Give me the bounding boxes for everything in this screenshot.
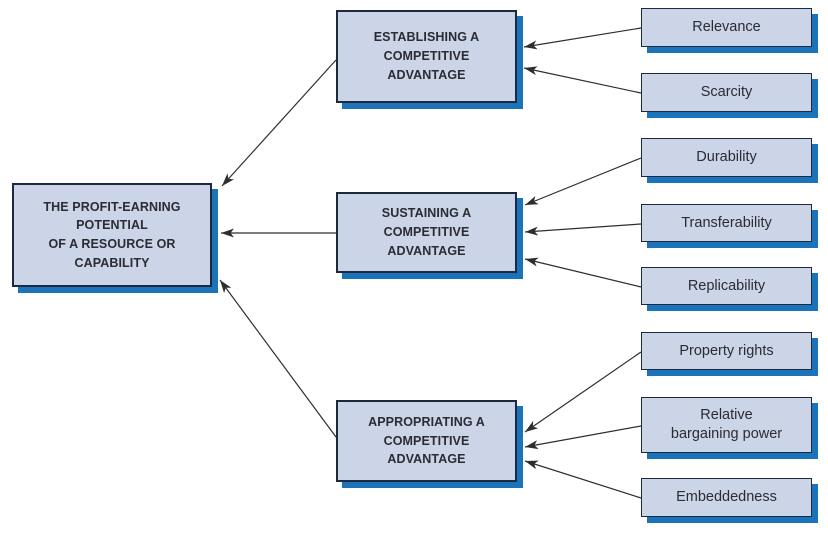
node-transferability: Transferability xyxy=(641,204,812,242)
arrow-establishing-to-root xyxy=(221,59,337,187)
node-transferability-label: Transferability xyxy=(681,214,772,231)
node-establishing-advantage: ESTABLISHING A COMPETITIVE ADVANTAGE xyxy=(336,10,517,103)
node-embeddedness-label: Embeddedness xyxy=(676,489,777,506)
node-replicability-label: Replicability xyxy=(687,277,766,294)
node-property-rights-label: Property rights xyxy=(679,342,774,359)
node-durability: Durability xyxy=(641,138,812,177)
arrow-relevance-to-establishing xyxy=(523,27,642,50)
arrow-bargaining-power-to-appropriating xyxy=(524,425,642,450)
node-embeddedness: Embeddedness xyxy=(641,478,812,517)
arrow-transferability-to-sustaining xyxy=(524,223,642,236)
arrow-appropriating-to-root xyxy=(219,279,337,438)
arrow-scarcity-to-establishing xyxy=(523,66,642,94)
node-replicability: Replicability xyxy=(641,267,812,305)
node-durability-label: Durability xyxy=(696,149,757,166)
node-relative-bargaining-power: Relative bargaining power xyxy=(641,397,812,453)
arrow-durability-to-sustaining xyxy=(524,157,642,206)
node-relative-bargaining-power-label: Relative bargaining power xyxy=(670,407,783,442)
node-profit-earning-potential: THE PROFIT-EARNING POTENTIAL OF A RESOUR… xyxy=(12,183,212,287)
node-relevance: Relevance xyxy=(641,8,812,47)
node-scarcity: Scarcity xyxy=(641,73,812,112)
node-profit-earning-potential-label: THE PROFIT-EARNING POTENTIAL OF A RESOUR… xyxy=(43,199,181,270)
node-property-rights: Property rights xyxy=(641,332,812,370)
node-appropriating-advantage-label: APPROPRIATING A COMPETITIVE ADVANTAGE xyxy=(368,414,485,467)
arrow-replicability-to-sustaining xyxy=(524,257,642,288)
node-scarcity-label: Scarcity xyxy=(700,84,753,101)
node-appropriating-advantage: APPROPRIATING A COMPETITIVE ADVANTAGE xyxy=(336,400,517,482)
node-establishing-advantage-label: ESTABLISHING A COMPETITIVE ADVANTAGE xyxy=(373,30,480,82)
node-sustaining-advantage-label: SUSTAINING A COMPETITIVE ADVANTAGE xyxy=(381,206,472,258)
arrow-property-rights-to-appropriating xyxy=(524,351,642,433)
arrow-embeddedness-to-appropriating xyxy=(524,460,642,499)
node-sustaining-advantage: SUSTAINING A COMPETITIVE ADVANTAGE xyxy=(336,192,517,273)
node-relevance-label: Relevance xyxy=(692,19,761,36)
